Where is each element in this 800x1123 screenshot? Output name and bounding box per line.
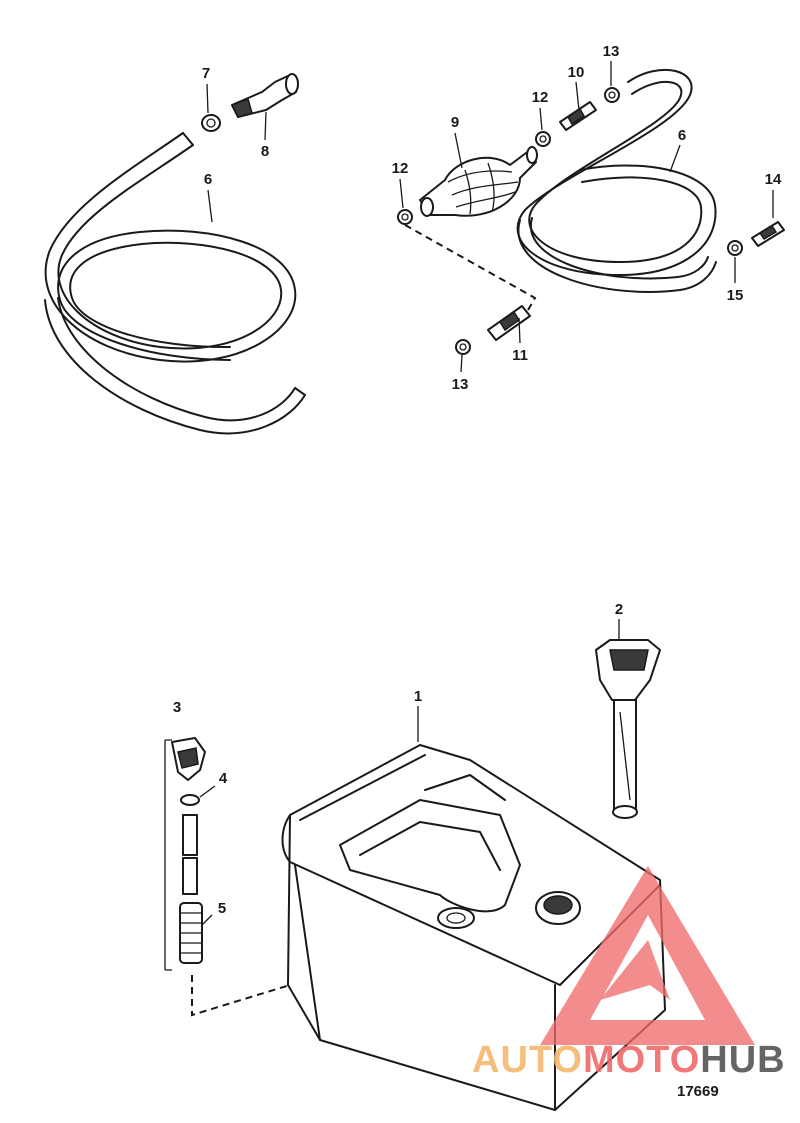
- fuel-hose-coil-left: [44, 132, 306, 435]
- callout-7: 7: [202, 65, 210, 82]
- fuel-pickup-assembly-part-3: [164, 737, 206, 971]
- fitting-part-10: [559, 101, 597, 131]
- figure-id: 17669: [677, 1083, 719, 1100]
- nut-part-13-upper: [604, 87, 620, 103]
- callout-3: 3: [173, 699, 181, 716]
- assembly-line-upper: [404, 224, 537, 311]
- nut-part-7: [201, 114, 221, 132]
- callout-11: 11: [512, 347, 528, 364]
- callout-5: 5: [218, 900, 226, 917]
- watermark-text-moto: MOTO: [583, 1039, 700, 1081]
- callout-12-lower: 12: [392, 160, 409, 177]
- fuel-hose-coil-right: [516, 68, 717, 293]
- callout-8: 8: [261, 143, 269, 160]
- filter-part-5: [179, 902, 203, 964]
- callout-10: 10: [568, 64, 585, 81]
- callout-13-lower: 13: [452, 376, 469, 393]
- automotohub-watermark-logo: AUTOMOTOHUB: [472, 866, 786, 1081]
- fitting-part-11: [487, 305, 531, 341]
- callout-6-left: 6: [204, 171, 212, 188]
- o-ring-part-4: [180, 794, 200, 806]
- fuel-gauge-part-2: [595, 639, 661, 819]
- callout-12-upper: 12: [532, 89, 549, 106]
- callout-15: 15: [727, 287, 744, 304]
- svg-text:AUTOMOTOHUB: AUTOMOTOHUB: [472, 1039, 786, 1081]
- callout-13-upper: 13: [603, 43, 620, 60]
- callout-6-right: 6: [678, 127, 686, 144]
- nut-part-12-lower: [397, 209, 413, 225]
- callout-4: 4: [219, 770, 228, 787]
- nut-part-13-lower: [455, 339, 471, 355]
- watermark-text-auto: AUTO: [472, 1039, 583, 1081]
- callout-1: 1: [414, 688, 422, 705]
- fuel-connector-part-8: [230, 73, 299, 118]
- primer-bulb-part-9: [419, 146, 538, 217]
- leader-lines: [199, 61, 774, 926]
- nut-part-15: [727, 240, 743, 256]
- watermark-triangle: [540, 866, 755, 1045]
- callout-2: 2: [615, 601, 623, 618]
- callout-9: 9: [451, 114, 459, 131]
- nut-part-12-upper: [535, 131, 551, 147]
- assembly-line-lower: [191, 975, 291, 1017]
- callout-labels: 7 8 6 9 10 12 13 6 12 14 15 11 13 1 2 3 …: [173, 43, 782, 917]
- callout-14: 14: [765, 171, 782, 188]
- fitting-part-14: [751, 221, 785, 247]
- watermark-text-hub: HUB: [700, 1039, 785, 1081]
